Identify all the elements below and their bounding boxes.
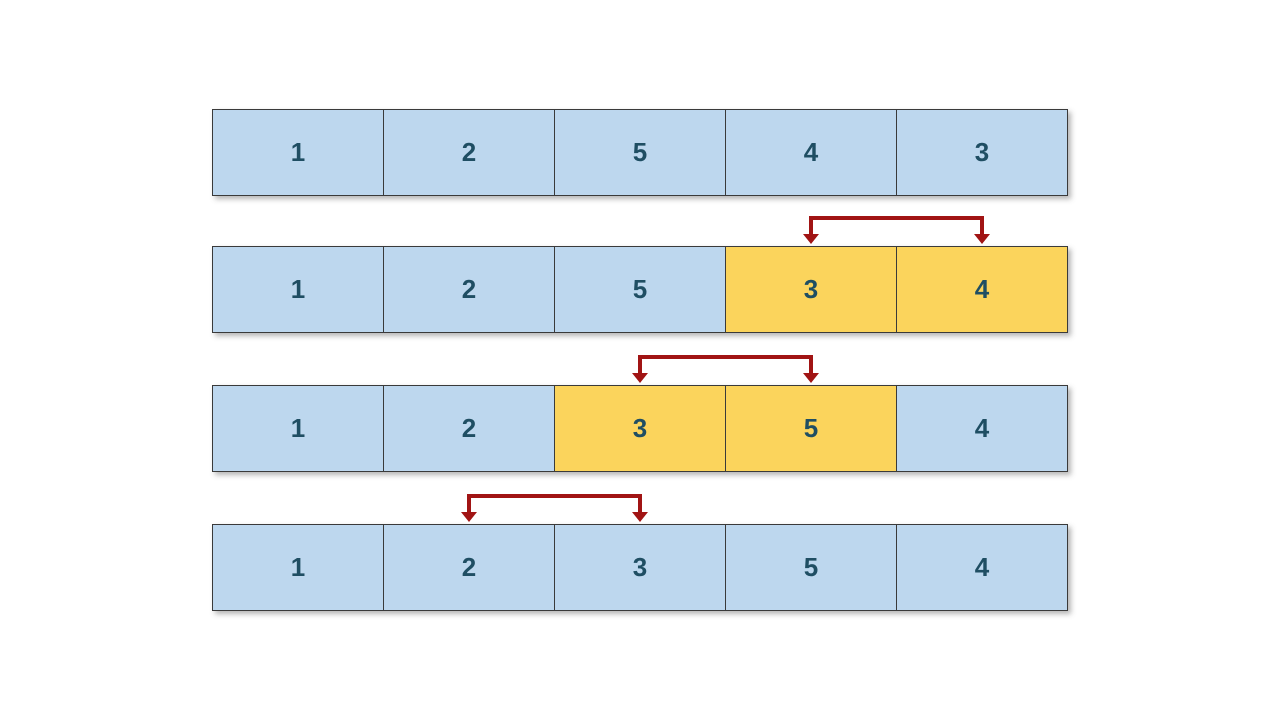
array-cell: 2 xyxy=(384,247,555,332)
array-cell: 1 xyxy=(213,525,384,610)
arrow-bar xyxy=(638,355,814,359)
arrow-stem-left xyxy=(638,355,642,373)
array-cell: 1 xyxy=(213,110,384,195)
arrowhead-down-icon xyxy=(632,373,648,383)
array-cell: 4 xyxy=(897,247,1067,332)
swap-arrow xyxy=(460,494,648,522)
arrowhead-down-icon xyxy=(803,234,820,244)
array-cell: 3 xyxy=(726,247,897,332)
array-cell: 5 xyxy=(555,110,726,195)
arrow-stem-right xyxy=(637,494,642,512)
arrow-bar xyxy=(466,494,642,498)
array-cell: 5 xyxy=(726,386,897,471)
array-cell: 5 xyxy=(726,525,897,610)
arrowhead-down-icon xyxy=(460,512,477,522)
array-cell: 1 xyxy=(213,386,384,471)
array-cell: 2 xyxy=(384,525,555,610)
array-cell: 5 xyxy=(555,247,726,332)
arrow-stem-left xyxy=(809,216,814,234)
array-cell: 3 xyxy=(555,386,726,471)
array-cell: 2 xyxy=(384,386,555,471)
array-cell: 2 xyxy=(384,110,555,195)
array-cell: 1 xyxy=(213,247,384,332)
arrow-stem-left xyxy=(466,494,471,512)
arrowhead-down-icon xyxy=(974,234,991,244)
swap-arrow xyxy=(632,355,820,383)
swap-arrow xyxy=(803,216,991,244)
arrowhead-down-icon xyxy=(803,373,820,383)
array-cell: 4 xyxy=(897,525,1067,610)
array-cell: 3 xyxy=(897,110,1067,195)
array-cell: 3 xyxy=(555,525,726,610)
arrow-stem-right xyxy=(980,216,985,234)
arrow-bar xyxy=(809,216,985,220)
array-cell: 4 xyxy=(726,110,897,195)
array-cell: 4 xyxy=(897,386,1067,471)
arrow-stem-right xyxy=(809,355,814,373)
arrowhead-down-icon xyxy=(631,512,648,522)
